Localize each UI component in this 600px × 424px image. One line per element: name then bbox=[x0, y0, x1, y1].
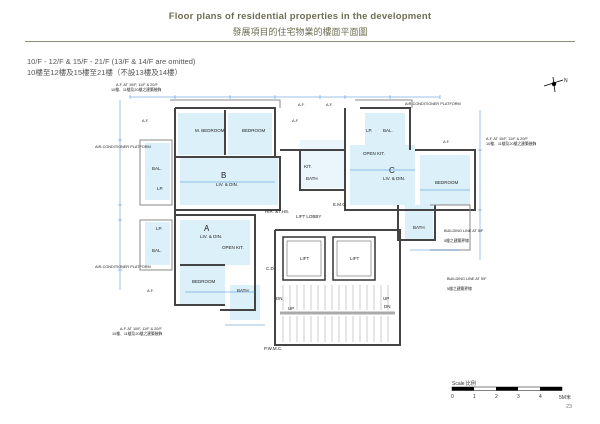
label-bedroom-c: BEDROOM bbox=[435, 180, 459, 185]
svg-text:A.F.: A.F. bbox=[147, 289, 154, 293]
svg-text:10樓、11樓及20樓之建築裝飾: 10樓、11樓及20樓之建築裝飾 bbox=[111, 87, 162, 92]
svg-text:A.F.: A.F. bbox=[292, 119, 299, 123]
scale-tick: 4 bbox=[539, 394, 542, 400]
floor-range-zh: 10樓至12樓及15樓至21樓（不設13樓及14樓） bbox=[27, 68, 183, 77]
label-emc: E.M.C. bbox=[333, 202, 347, 207]
svg-text:A.F. AT 10/F, 11/F & 20/F: A.F. AT 10/F, 11/F & 20/F bbox=[116, 83, 158, 87]
scale-label: Scale 比例 bbox=[452, 381, 476, 387]
svg-text:10樓、11樓及20樓之建築裝飾: 10樓、11樓及20樓之建築裝飾 bbox=[486, 141, 537, 146]
label-lp-c: LP. bbox=[366, 128, 372, 133]
room-kit bbox=[300, 140, 345, 188]
room-liv-c bbox=[350, 145, 415, 205]
label-dn-2: DN bbox=[384, 304, 391, 309]
svg-text:5樓之建築界線: 5樓之建築界線 bbox=[447, 286, 472, 291]
svg-text:A.F. AT 10/F, 11/F & 20/F: A.F. AT 10/F, 11/F & 20/F bbox=[486, 137, 528, 141]
room-bal-c bbox=[365, 113, 405, 145]
staircase bbox=[282, 285, 389, 342]
label-bal-a: BAL. bbox=[152, 248, 162, 253]
svg-text:AIR-CONDITIONER PLATFORM: AIR-CONDITIONER PLATFORM bbox=[95, 145, 151, 149]
label-up-2: UP bbox=[383, 296, 389, 301]
svg-text:A.F.: A.F. bbox=[443, 140, 450, 144]
label-liv-c: LIV. & DIN. bbox=[383, 176, 405, 181]
label-liv-b: LIV. & DIN. bbox=[216, 182, 238, 187]
label-dn: DN bbox=[276, 296, 283, 301]
svg-text:A.F. AT 10/F, 11/F & 20/F: A.F. AT 10/F, 11/F & 20/F bbox=[120, 327, 162, 331]
north-arrow-icon: N bbox=[543, 76, 568, 93]
room-liv-a bbox=[180, 220, 250, 265]
label-bedroom-a: BEDROOM bbox=[192, 279, 216, 284]
room-labels: M. BEDROOM BEDROOM B LIV. & DIN. BAL. A … bbox=[152, 128, 459, 351]
page-number: 23 bbox=[566, 404, 573, 410]
room-bal-b bbox=[145, 143, 170, 200]
scale-tick: 5M米 bbox=[559, 395, 571, 401]
label-lift-2: LIFT bbox=[350, 256, 360, 261]
svg-text:A.F.: A.F. bbox=[326, 103, 333, 107]
floor-range-en: 10/F - 12/F & 15/F - 21/F (13/F & 14/F a… bbox=[27, 57, 196, 66]
label-bath-a: BATH bbox=[237, 288, 249, 293]
label-bal-c: BAL. bbox=[383, 128, 393, 133]
room-bal-a bbox=[145, 222, 170, 265]
svg-text:N: N bbox=[564, 78, 568, 84]
room-bedroom-c bbox=[420, 155, 470, 205]
svg-text:A.F.: A.F. bbox=[142, 119, 149, 123]
room-liv-b bbox=[180, 158, 278, 205]
label-lift-lobby: LIFT LOBBY bbox=[296, 214, 321, 219]
svg-text:BUILDING LINE AT 5/F: BUILDING LINE AT 5/F bbox=[447, 277, 487, 281]
scale-tick: 2 bbox=[495, 394, 498, 400]
label-m-bedroom: M. BEDROOM bbox=[195, 128, 225, 133]
dimension-lines bbox=[118, 95, 482, 326]
label-openkit-c: OPEN KIT. bbox=[363, 151, 385, 156]
room-m-bedroom bbox=[178, 113, 225, 155]
svg-text:AIR-CONDITIONER PLATFORM: AIR-CONDITIONER PLATFORM bbox=[405, 102, 461, 106]
label-flat-c: C bbox=[389, 166, 395, 175]
label-flat-a: A bbox=[204, 224, 210, 233]
page-title: Floor plans of residential properties in… bbox=[168, 11, 432, 22]
room-bedroom-b bbox=[228, 113, 272, 155]
label-liv-a: LIV. & DIN. bbox=[200, 234, 222, 239]
balcony-rails bbox=[139, 99, 471, 271]
label-kit: KIT. bbox=[304, 164, 312, 169]
scale-tick: 1 bbox=[473, 394, 476, 400]
annotation-notes: A.F. AT 10/F, 11/F & 20/F 10樓、11樓及20樓之建築… bbox=[95, 83, 537, 336]
scale-tick: 0 bbox=[451, 394, 454, 400]
room-bedroom-a bbox=[180, 265, 225, 305]
header-divider bbox=[25, 41, 575, 42]
label-lp-b: LP. bbox=[157, 186, 163, 191]
label-bath-c: BATH bbox=[413, 225, 425, 230]
svg-text:5樓之建築界線: 5樓之建築界線 bbox=[444, 238, 469, 243]
label-bal-b: BAL. bbox=[152, 166, 162, 171]
label-cd: C.D. bbox=[266, 266, 275, 271]
label-openkit-a: OPEN KIT. bbox=[222, 245, 244, 250]
page-title-zh: 發展項目的住宅物業的樓面平面圖 bbox=[232, 27, 368, 37]
label-bedroom-b: BEDROOM bbox=[242, 128, 266, 133]
scale-tick: 3 bbox=[517, 394, 520, 400]
svg-text:BUILDING LINE AT 5/F: BUILDING LINE AT 5/F bbox=[444, 229, 484, 233]
lift-shafts bbox=[282, 236, 376, 281]
label-hr: H/R. &T.HS. bbox=[265, 209, 289, 214]
label-up: UP bbox=[288, 306, 294, 311]
label-pwmc: P.W.M.C. bbox=[264, 346, 282, 351]
svg-text:A.F.: A.F. bbox=[298, 103, 305, 107]
label-bath-b: BATH bbox=[306, 176, 318, 181]
label-lp-a: LP. bbox=[156, 226, 162, 231]
scale-bar bbox=[451, 386, 563, 391]
label-lift-1: LIFT bbox=[300, 256, 310, 261]
label-flat-b: B bbox=[221, 171, 226, 180]
walls bbox=[174, 107, 476, 346]
svg-text:10樓、11樓及20樓之建築裝飾: 10樓、11樓及20樓之建築裝飾 bbox=[112, 331, 163, 336]
svg-text:AIR-CONDITIONER PLATFORM: AIR-CONDITIONER PLATFORM bbox=[95, 265, 151, 269]
